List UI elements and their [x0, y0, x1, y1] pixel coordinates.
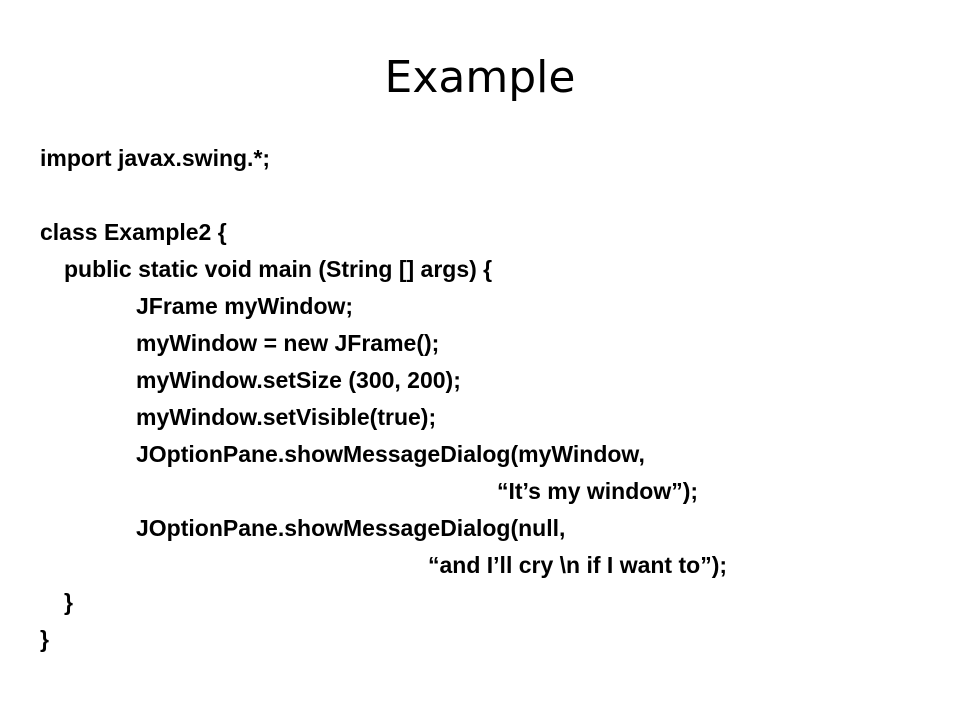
code-line-8: myWindow.setVisible(true); — [136, 404, 437, 430]
code-line-1: import javax.swing.*; — [40, 145, 271, 171]
code-line-11: JOptionPane.showMessageDialog(null, — [136, 515, 566, 541]
code-line-4: public static void main (String [] args)… — [64, 256, 493, 282]
code-line-2 — [40, 177, 940, 214]
code-line-10: “It’s my window”); — [497, 478, 699, 504]
code-line-9: JOptionPane.showMessageDialog(myWindow, — [136, 441, 645, 467]
code-line-14: } — [40, 626, 49, 652]
code-line-13: } — [64, 589, 73, 615]
code-block: import javax.swing.*; class Example2 { p… — [40, 140, 940, 658]
slide-title: Example — [384, 52, 576, 103]
code-line-7: myWindow.setSize (300, 200); — [136, 367, 461, 393]
code-line-6: myWindow = new JFrame(); — [136, 330, 440, 356]
code-line-3: class Example2 { — [40, 219, 227, 245]
code-line-12: “and I’ll cry \n if I want to”); — [428, 552, 728, 578]
code-line-5: JFrame myWindow; — [136, 293, 354, 319]
